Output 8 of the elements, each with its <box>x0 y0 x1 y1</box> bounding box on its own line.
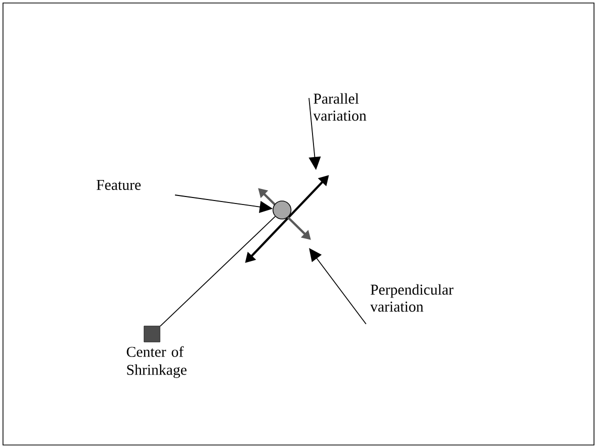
connector-line <box>160 216 276 327</box>
callout-label: Perpendicular variation <box>370 284 454 312</box>
callout-label: Feature <box>96 180 141 190</box>
leader-line <box>309 248 366 324</box>
node-label: Center of Shrinkage <box>126 346 186 378</box>
center-square: Center of Shrinkage <box>126 326 186 378</box>
feature-circle <box>272 200 292 220</box>
callout-label: Parallel variation <box>313 93 366 121</box>
